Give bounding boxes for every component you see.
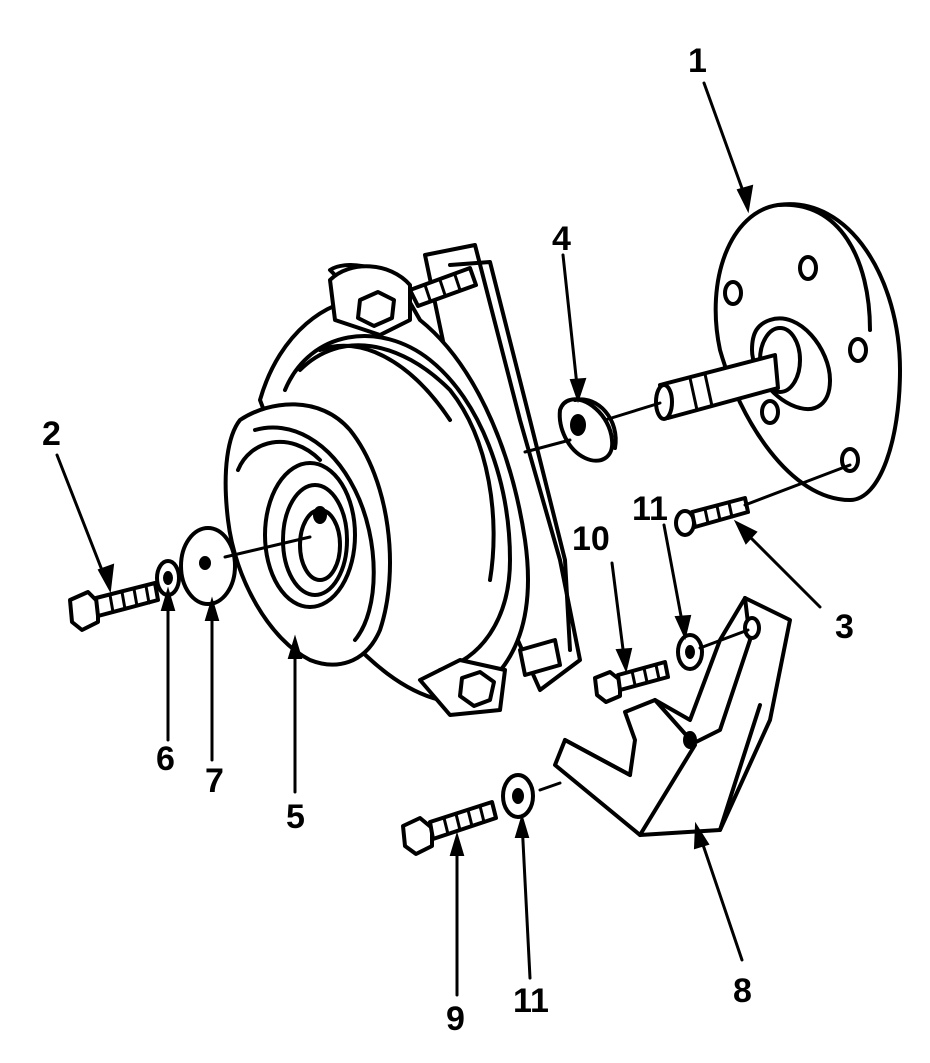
clutch-assembly bbox=[223, 243, 582, 717]
callout-4: 4 bbox=[552, 220, 571, 258]
bolt-2 bbox=[68, 581, 160, 632]
callout-5: 5 bbox=[286, 798, 305, 836]
washer-11-lower bbox=[501, 773, 535, 819]
callout-9: 9 bbox=[446, 1000, 465, 1038]
callout-10: 10 bbox=[572, 520, 610, 558]
bracket-8 bbox=[553, 596, 792, 837]
washer-11-upper bbox=[676, 633, 704, 671]
callout-3: 3 bbox=[835, 608, 854, 646]
leader-lines bbox=[55, 81, 822, 997]
spacer-bushing bbox=[557, 397, 618, 463]
flange-hub bbox=[654, 202, 902, 502]
callout-2: 2 bbox=[42, 415, 61, 453]
flat-washer-7 bbox=[179, 526, 237, 606]
callout-1: 1 bbox=[688, 42, 707, 80]
callout-6: 6 bbox=[156, 740, 175, 778]
callout-11-lower: 11 bbox=[513, 982, 549, 1020]
callout-8: 8 bbox=[733, 972, 752, 1010]
screw-3 bbox=[674, 496, 750, 537]
callout-11-upper: 11 bbox=[632, 490, 668, 528]
bolt-10 bbox=[593, 660, 670, 704]
callout-7: 7 bbox=[205, 762, 224, 800]
center-lines bbox=[223, 401, 852, 792]
bolt-9 bbox=[401, 800, 498, 856]
